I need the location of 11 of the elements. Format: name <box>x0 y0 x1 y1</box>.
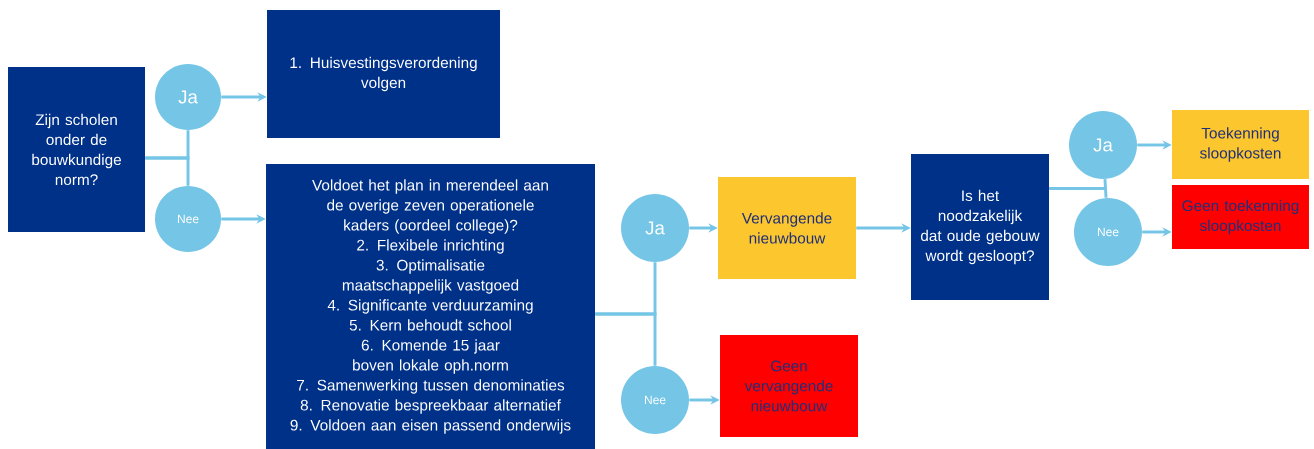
connector-line <box>1049 187 1108 198</box>
question-box: Zijn scholen onder de bouwkundige norm? <box>8 67 145 232</box>
question-box: 1. Huisvestingsverordening volgen <box>267 10 500 138</box>
outcome-box: Geen toekenning sloopkosten <box>1172 185 1309 249</box>
connector-line <box>595 312 657 366</box>
question-box: Voldoet het plan in merendeel aan de overige zeven operationele kaders (oordeel college)? 2. Flexibele inrichting 3. Optimalisatie maatschappelijk vastgoed 4. Significante verduurzaming 5. Kern behoudt school 6. Komende 15 jaar boven lokale oph.norm 7. Samenwerking tussen denominaties 8. Renovatie bespreekbaar alternatief 9. Voldoen aan eisen passend onderwijs <box>266 164 595 449</box>
connector-line <box>145 156 190 186</box>
question-box: Is het noodzakelijk dat oude gebouw wordt gesloopt? <box>911 154 1049 300</box>
outcome-box: Geen vervangende nieuwbouw <box>720 335 858 437</box>
outcome-box: Vervangende nieuwbouw <box>718 177 856 279</box>
outcome-box: Toekenning sloopkosten <box>1172 110 1309 179</box>
